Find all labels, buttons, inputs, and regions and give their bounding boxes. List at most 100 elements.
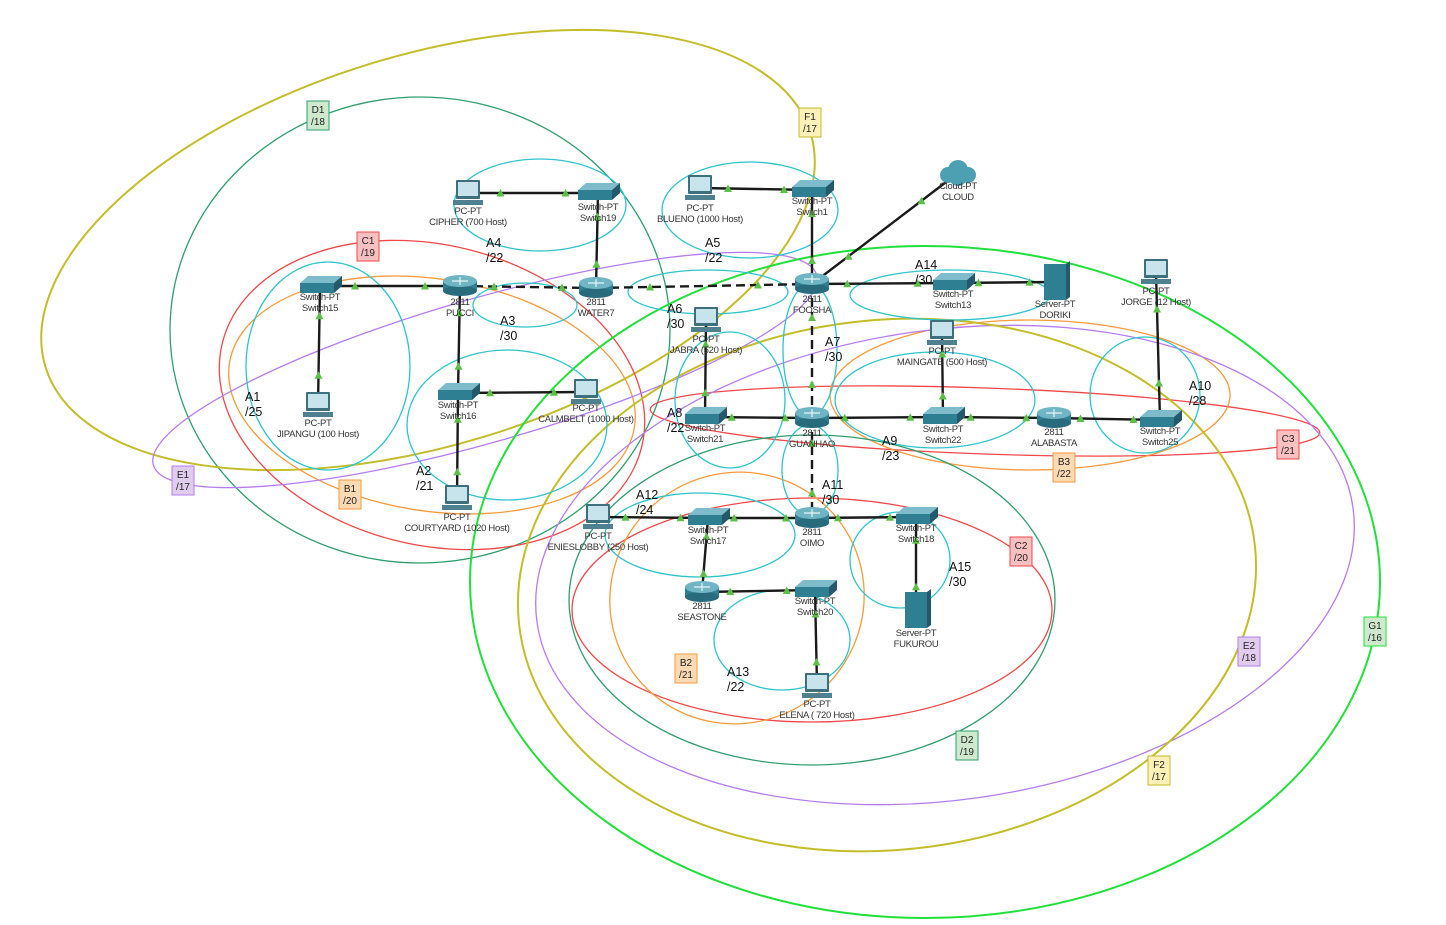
device-water7[interactable] — [579, 277, 613, 298]
subnet-prefix: /30 — [500, 329, 517, 343]
summary-label-c3[interactable]: C3/21 — [1276, 429, 1300, 460]
device-courtyard[interactable] — [442, 485, 472, 510]
summary-area-e1 — [152, 251, 818, 489]
device-alabasta[interactable] — [1037, 407, 1071, 428]
device-name-label: CALMBELT (1000 Host) — [538, 414, 634, 425]
summary-label-prefix: /17 — [803, 124, 817, 135]
server-icon — [905, 589, 931, 628]
link-sw25-jorge[interactable] — [1154, 271, 1162, 421]
device-blueno[interactable] — [685, 175, 715, 200]
device-seastone[interactable] — [685, 581, 719, 602]
port-status-icon — [754, 281, 762, 289]
device-enieslobby[interactable] — [583, 504, 613, 529]
device-jipangu[interactable] — [303, 392, 333, 417]
port-status-icon — [314, 371, 323, 379]
device-sw25[interactable] — [1140, 410, 1182, 427]
port-status-icon — [966, 413, 975, 421]
link-cloud-foosha[interactable] — [811, 172, 959, 285]
device-cipher[interactable] — [453, 180, 483, 205]
device-doriki[interactable] — [1044, 261, 1070, 300]
port-status-icon — [1155, 379, 1163, 387]
device-sw17[interactable] — [688, 508, 730, 525]
summary-label-c1[interactable]: C1/19 — [356, 231, 380, 262]
summary-label-e2[interactable]: E2/18 — [1237, 636, 1261, 667]
port-status-icon — [453, 415, 462, 423]
port-status-icon — [886, 513, 894, 521]
subnet-prefix: /21 — [416, 479, 433, 493]
link-courtyard-sw16[interactable] — [455, 392, 460, 499]
link-water7-foosha[interactable] — [595, 282, 813, 290]
device-sw19[interactable] — [578, 183, 620, 200]
link-sw16-pucci[interactable] — [456, 285, 462, 394]
summary-area-layer — [40, 28, 1381, 919]
device-fukurou[interactable] — [905, 589, 931, 628]
device-oimo[interactable] — [795, 507, 829, 528]
summary-label-f2[interactable]: F2/17 — [1147, 755, 1171, 786]
device-name-label: Switch21 — [687, 434, 723, 445]
device-model-label: Cloud-PT — [939, 181, 977, 192]
port-status-icon — [702, 532, 711, 540]
port-status-icon — [730, 514, 738, 522]
summary-label-b1[interactable]: B1/20 — [338, 479, 362, 510]
summary-label-d1[interactable]: D1/18 — [306, 100, 330, 131]
link-guanhao-sw22[interactable] — [811, 415, 944, 420]
link-foosha-sw13[interactable] — [811, 281, 954, 286]
port-status-icon — [724, 184, 732, 192]
device-model-label: PC-PT — [686, 203, 713, 214]
link-jipangu-sw15[interactable] — [316, 285, 322, 406]
device-sw20[interactable] — [795, 580, 837, 597]
summary-label-name: D1 — [312, 105, 325, 116]
device-sw15[interactable] — [300, 276, 342, 293]
summary-label-g1[interactable]: G1/16 — [1363, 616, 1387, 647]
device-name-label: JABRA (520 Host) — [670, 345, 742, 356]
switch-icon — [578, 183, 620, 200]
port-status-icon — [974, 278, 983, 287]
link-sw22-maingate[interactable] — [940, 332, 945, 418]
summary-label-b3[interactable]: B3/22 — [1052, 452, 1076, 483]
link-elena-sw20[interactable] — [813, 589, 819, 687]
link-sw19-water7[interactable] — [594, 192, 600, 289]
device-name-label: ALABASTA — [1031, 438, 1078, 449]
summary-label-b2[interactable]: B2/21 — [674, 653, 698, 684]
port-status-icon — [1025, 278, 1034, 286]
device-sw13[interactable] — [933, 273, 975, 290]
device-maingate[interactable] — [927, 320, 957, 345]
device-foosha[interactable] — [795, 273, 829, 294]
port-status-icon — [455, 308, 464, 317]
device-sw16[interactable] — [438, 383, 480, 400]
link-pucci-water7[interactable] — [459, 284, 597, 290]
device-jabra[interactable] — [691, 307, 721, 332]
port-status-icon — [843, 279, 852, 288]
subnet-label: A3 — [500, 314, 515, 328]
summary-label-prefix: /20 — [1014, 553, 1028, 564]
port-status-icon — [1022, 413, 1031, 422]
pc-icon — [691, 307, 721, 332]
link-seastone-sw17[interactable] — [700, 517, 710, 593]
port-status-icon — [701, 388, 710, 397]
device-jorge[interactable] — [1141, 259, 1171, 284]
device-elena[interactable] — [802, 673, 832, 698]
device-model-label: PC-PT — [1142, 286, 1169, 297]
device-sw1[interactable] — [792, 180, 834, 197]
summary-label-c2[interactable]: C2/20 — [1009, 536, 1033, 567]
summary-label-d2[interactable]: D2/19 — [955, 730, 979, 761]
device-name-label: Switch18 — [898, 534, 934, 545]
port-status-icon — [454, 362, 463, 370]
device-sw18[interactable] — [896, 507, 938, 524]
port-status-icon — [351, 282, 359, 290]
summary-label-box — [1147, 755, 1171, 786]
device-sw22[interactable] — [923, 407, 965, 424]
port-status-icon — [421, 282, 429, 290]
device-calmbelt[interactable] — [571, 379, 601, 404]
summary-label-e1[interactable]: E1/17 — [171, 465, 195, 496]
device-guanhao[interactable] — [795, 407, 829, 428]
pc-icon — [571, 379, 601, 404]
device-sw21[interactable] — [685, 407, 727, 424]
port-status-icon — [701, 340, 710, 348]
summary-label-f1[interactable]: F1/17 — [798, 107, 822, 138]
device-cloud[interactable] — [940, 160, 976, 186]
port-status-icon — [561, 189, 570, 197]
device-pucci[interactable] — [443, 275, 477, 296]
link-sw21-jabra[interactable] — [703, 319, 708, 418]
